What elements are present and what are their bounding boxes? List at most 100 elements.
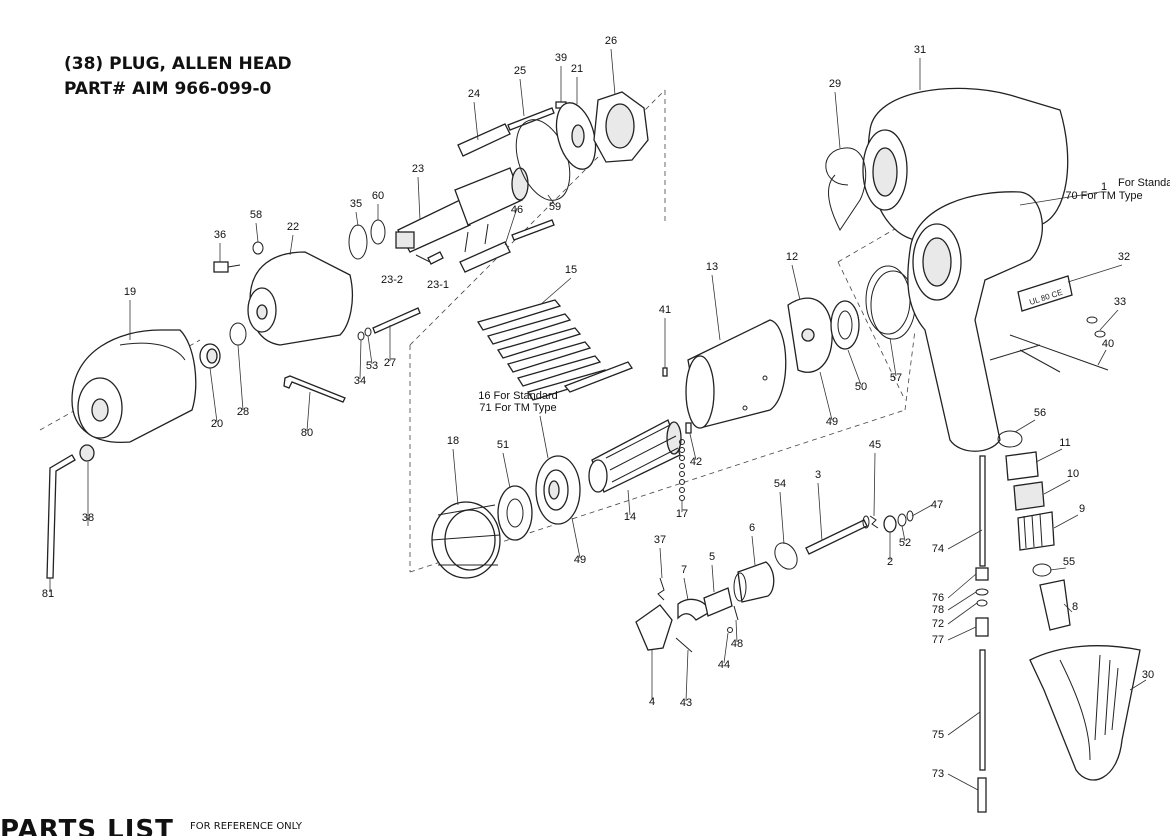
part-81-allen-key	[46, 454, 76, 579]
callout-c41: 41	[659, 304, 671, 316]
callout-c36: 36	[214, 229, 226, 241]
part-36-screw	[213, 261, 241, 273]
callout-c74: 74	[932, 543, 944, 555]
part-53-oring	[364, 327, 372, 337]
callout-c78: 78	[932, 604, 944, 616]
part-23-1-pin	[427, 251, 444, 265]
callout-c37: 37	[654, 534, 666, 546]
callout-c10: 10	[1067, 468, 1079, 480]
part-44-ball	[727, 627, 733, 633]
part-4-trigger	[635, 604, 673, 651]
parts-list-footer: PARTS LIST FOR REFERENCE ONLY	[0, 815, 500, 836]
callout-c38: 38	[82, 512, 94, 524]
callout-c59: 59	[549, 201, 561, 213]
part-50-bearing	[830, 300, 860, 350]
part-13-cylinder	[685, 319, 787, 429]
callout-c1: 1	[1101, 181, 1107, 193]
callout-c53: 53	[366, 360, 378, 372]
part-35-ring	[348, 224, 368, 260]
part-56-screen	[997, 430, 1023, 448]
callout-c52: 52	[899, 537, 911, 549]
callout-c4: 4	[649, 696, 655, 708]
callout-c39: 39	[555, 52, 567, 64]
part-29-spring	[825, 147, 867, 231]
callout-c71: 71 For TM Type	[479, 402, 556, 414]
callout-c27: 27	[384, 357, 396, 369]
callout-c48: 48	[731, 638, 743, 650]
callout-c1b: For Standard	[1118, 177, 1170, 189]
part-23-2-pin	[415, 254, 431, 263]
callout-c55: 55	[1063, 556, 1075, 568]
part-80-hex-key	[283, 375, 346, 403]
callout-c40: 40	[1102, 338, 1114, 350]
callout-c28: 28	[237, 406, 249, 418]
part-3-valve-stem	[805, 515, 870, 555]
callout-c57: 57	[890, 372, 902, 384]
part-46-pin	[511, 219, 555, 241]
leader-lines	[49, 48, 1147, 791]
part-54-oring	[774, 542, 798, 570]
callout-c23-2: 23-2	[381, 274, 403, 286]
callout-c76: 76	[932, 592, 944, 604]
callout-c3: 3	[815, 469, 821, 481]
callout-c24: 24	[468, 88, 480, 100]
callout-c80: 80	[301, 427, 313, 439]
callout-c51: 51	[497, 439, 509, 451]
callout-c45: 45	[869, 439, 881, 451]
callout-c9: 9	[1079, 503, 1085, 515]
part-58-washer	[252, 241, 264, 255]
part-22-cylinder-cap	[247, 251, 353, 346]
callout-c23: 23	[412, 163, 424, 175]
part-27-pin	[372, 307, 421, 334]
part-26-nut	[593, 91, 649, 163]
callout-c15: 15	[565, 264, 577, 276]
part-73-plug	[977, 777, 987, 813]
callout-c12: 12	[786, 251, 798, 263]
callout-c11: 11	[1059, 437, 1070, 449]
part-46-jaw	[459, 223, 511, 273]
callout-c21: 21	[571, 63, 583, 75]
callout-c81: 81	[42, 588, 54, 600]
callout-c72: 72	[932, 618, 944, 630]
callout-c19: 19	[124, 286, 136, 298]
callout-c44: 44	[718, 659, 730, 671]
part-55-oring	[1032, 563, 1052, 577]
callout-c42: 42	[690, 456, 702, 468]
part-43-pin	[675, 637, 693, 653]
callout-c75: 75	[932, 729, 944, 741]
part-24-jaw	[457, 123, 511, 157]
part-48-spring	[733, 605, 739, 621]
part-40-pin	[1009, 334, 1109, 371]
part-17-balls	[679, 439, 685, 501]
part-8-inlet-bushing	[1039, 579, 1071, 631]
part-9-regulator	[1017, 511, 1055, 551]
callout-c14: 14	[624, 511, 636, 523]
callout-c13: 13	[706, 261, 718, 273]
header-part-number: PART# AIM 966-099-0	[64, 79, 272, 99]
callout-c6: 6	[749, 522, 755, 534]
callout-c58: 58	[250, 209, 262, 221]
part-34-oring	[357, 331, 365, 341]
part-30-grip	[1029, 645, 1141, 781]
callout-c60: 60	[372, 190, 384, 202]
callout-c49b: 49	[574, 554, 586, 566]
plug-callout-header: (38) PLUG, ALLEN HEAD PART# AIM 966-099-…	[64, 52, 364, 102]
part-78-washer	[975, 588, 989, 596]
callout-c35: 35	[350, 198, 362, 210]
callout-c77: 77	[932, 634, 944, 646]
callout-c2: 2	[887, 556, 893, 568]
part-74-tube	[979, 455, 986, 567]
callout-c70: 70 For TM Type	[1065, 190, 1142, 202]
part-47-oring	[906, 510, 914, 522]
part-7-lever	[677, 598, 711, 621]
part-52-oring	[897, 513, 907, 527]
callout-c20: 20	[211, 418, 223, 430]
callout-c5: 5	[709, 551, 715, 563]
callout-c16: 16 For Standard	[478, 390, 558, 402]
callout-c8: 8	[1072, 601, 1078, 613]
callout-c43: 43	[680, 697, 692, 709]
callout-c73: 73	[932, 768, 944, 780]
callout-c32: 32	[1118, 251, 1130, 263]
